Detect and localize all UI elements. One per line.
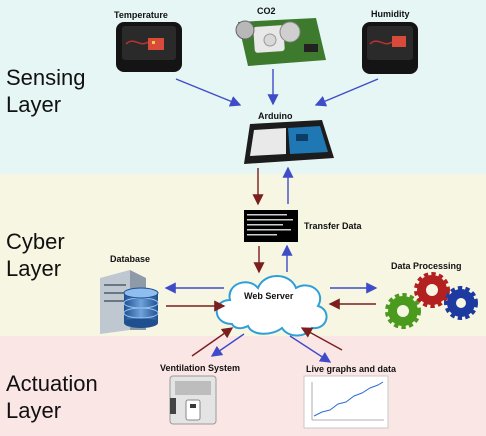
data-processing-gears-icon bbox=[385, 272, 478, 329]
transfer-data-terminal-image bbox=[244, 210, 298, 242]
actuation-layer-word: Actuation bbox=[6, 371, 98, 396]
arrow-web-server-to-ventilation bbox=[210, 333, 245, 357]
ventilation-unit-image bbox=[169, 375, 217, 425]
arrow-live-graphs-to-web-server bbox=[300, 327, 343, 351]
database-cylinder-icon bbox=[123, 287, 159, 328]
arrow-web-server-to-live-graphs bbox=[289, 335, 332, 363]
cyber-layer-word: Cyber bbox=[6, 229, 65, 254]
ventilation-system-label: Ventilation System bbox=[160, 363, 241, 373]
live-graph-thumbnail-image bbox=[303, 375, 389, 429]
arduino-board-image bbox=[244, 120, 334, 164]
sensing-layer-label: Sensing Layer bbox=[6, 64, 86, 118]
database-label: Database bbox=[110, 254, 151, 264]
arrow-humidity-to-arduino bbox=[314, 78, 379, 107]
temperature-sensor-image bbox=[116, 22, 182, 72]
arrow-temperature-to-arduino bbox=[175, 78, 242, 107]
cyber-layer-suffix: Layer bbox=[6, 256, 62, 281]
data-processing-label: Data Processing bbox=[391, 261, 462, 271]
actuation-layer-label: Actuation Layer bbox=[6, 370, 98, 424]
database-server-image bbox=[100, 270, 159, 334]
live-graphs-label: Live graphs and data bbox=[306, 364, 397, 374]
transfer-data-label: Transfer Data bbox=[304, 221, 362, 231]
cyber-layer-label: Cyber Layer bbox=[6, 228, 65, 282]
sensing-layer-suffix: Layer bbox=[6, 92, 62, 117]
blue-gear-icon bbox=[444, 286, 478, 320]
humidity-label: Humidity bbox=[371, 9, 410, 19]
arrow-ventilation-to-web-server bbox=[191, 327, 234, 357]
co2-sensor-image bbox=[235, 18, 326, 66]
humidity-sensor-image bbox=[362, 22, 418, 74]
co2-label: CO2 bbox=[257, 6, 276, 16]
arduino-label: Arduino bbox=[258, 111, 293, 121]
green-gear-icon bbox=[385, 293, 421, 329]
web-server-cloud-icon bbox=[215, 275, 328, 337]
sensing-layer-word: Sensing bbox=[6, 65, 86, 90]
actuation-layer-band bbox=[0, 336, 486, 436]
temperature-label: Temperature bbox=[114, 10, 168, 20]
actuation-layer-suffix: Layer bbox=[6, 398, 62, 423]
red-gear-icon bbox=[414, 272, 450, 308]
web-server-label: Web Server bbox=[244, 291, 294, 301]
